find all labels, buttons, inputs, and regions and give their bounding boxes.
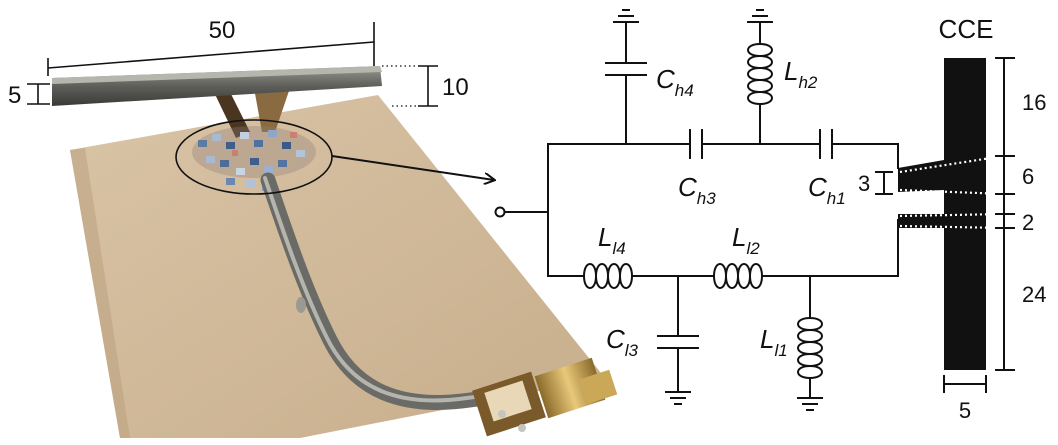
- matching-circuit: 3 Ch4 Lh2 Ch3 Ch1 Ll4 Ll2 Cl3 Ll1: [494, 9, 944, 411]
- ground-icon: [613, 9, 639, 23]
- label-ch3: Ch3: [678, 172, 716, 208]
- inductor-ll2: [712, 263, 764, 289]
- capacitor-ch4: [605, 21, 647, 145]
- label-lh2: Lh2: [784, 56, 818, 92]
- label-cl3: Cl3: [606, 324, 639, 360]
- ground-icon: [665, 391, 691, 405]
- feed-pad-lower: [898, 214, 944, 228]
- feed-pad-upper: [898, 160, 944, 192]
- antenna-photo: [52, 66, 618, 438]
- cce-element: CCE 16 6 2 24 5: [899, 14, 1046, 423]
- photo-dimension-right-height: 10: [382, 65, 469, 107]
- cce-title: CCE: [939, 14, 994, 44]
- label-ll4: Ll4: [598, 222, 626, 258]
- inductor-ll1: [797, 275, 823, 399]
- dim-left-height-label: 5: [8, 82, 21, 109]
- cce-dim-label: 6: [1022, 164, 1034, 189]
- cce-dim-label: 2: [1022, 210, 1034, 235]
- capacitor-cl3: [657, 275, 699, 393]
- label-ll1: Ll1: [760, 324, 788, 360]
- inductor-lh2: [747, 21, 773, 145]
- gap-dimension: 3: [858, 171, 893, 196]
- photo-dimension-length: 50: [47, 17, 375, 76]
- cce-width-label: 5: [959, 398, 971, 423]
- cce-dim-label: 24: [1022, 282, 1046, 307]
- capacitor-ch3: [689, 129, 703, 159]
- ground-icon: [747, 9, 773, 23]
- substrate-board: [70, 95, 605, 438]
- capacitor-ch1: [819, 129, 833, 159]
- cce-dim-label: 16: [1022, 90, 1046, 115]
- lumped-components: [192, 126, 316, 191]
- feed-strip-left: [212, 88, 250, 138]
- gap-label: 3: [858, 171, 870, 196]
- photo-dimension-left-height: 5: [8, 82, 50, 109]
- label-ch4: Ch4: [656, 64, 694, 100]
- sma-connector: [472, 357, 618, 437]
- cce-dimension-scale: [995, 57, 1015, 371]
- input-port-terminal: [494, 206, 506, 218]
- zoom-arrow: [331, 155, 494, 180]
- cce-width-dimension: [943, 375, 987, 393]
- label-ll2: Ll2: [732, 222, 760, 258]
- dim-length-label: 50: [209, 17, 236, 44]
- label-ch1: Ch1: [808, 172, 846, 208]
- dim-right-height-label: 10: [442, 74, 469, 101]
- ground-icon: [797, 397, 823, 411]
- inductor-ll4: [582, 263, 634, 289]
